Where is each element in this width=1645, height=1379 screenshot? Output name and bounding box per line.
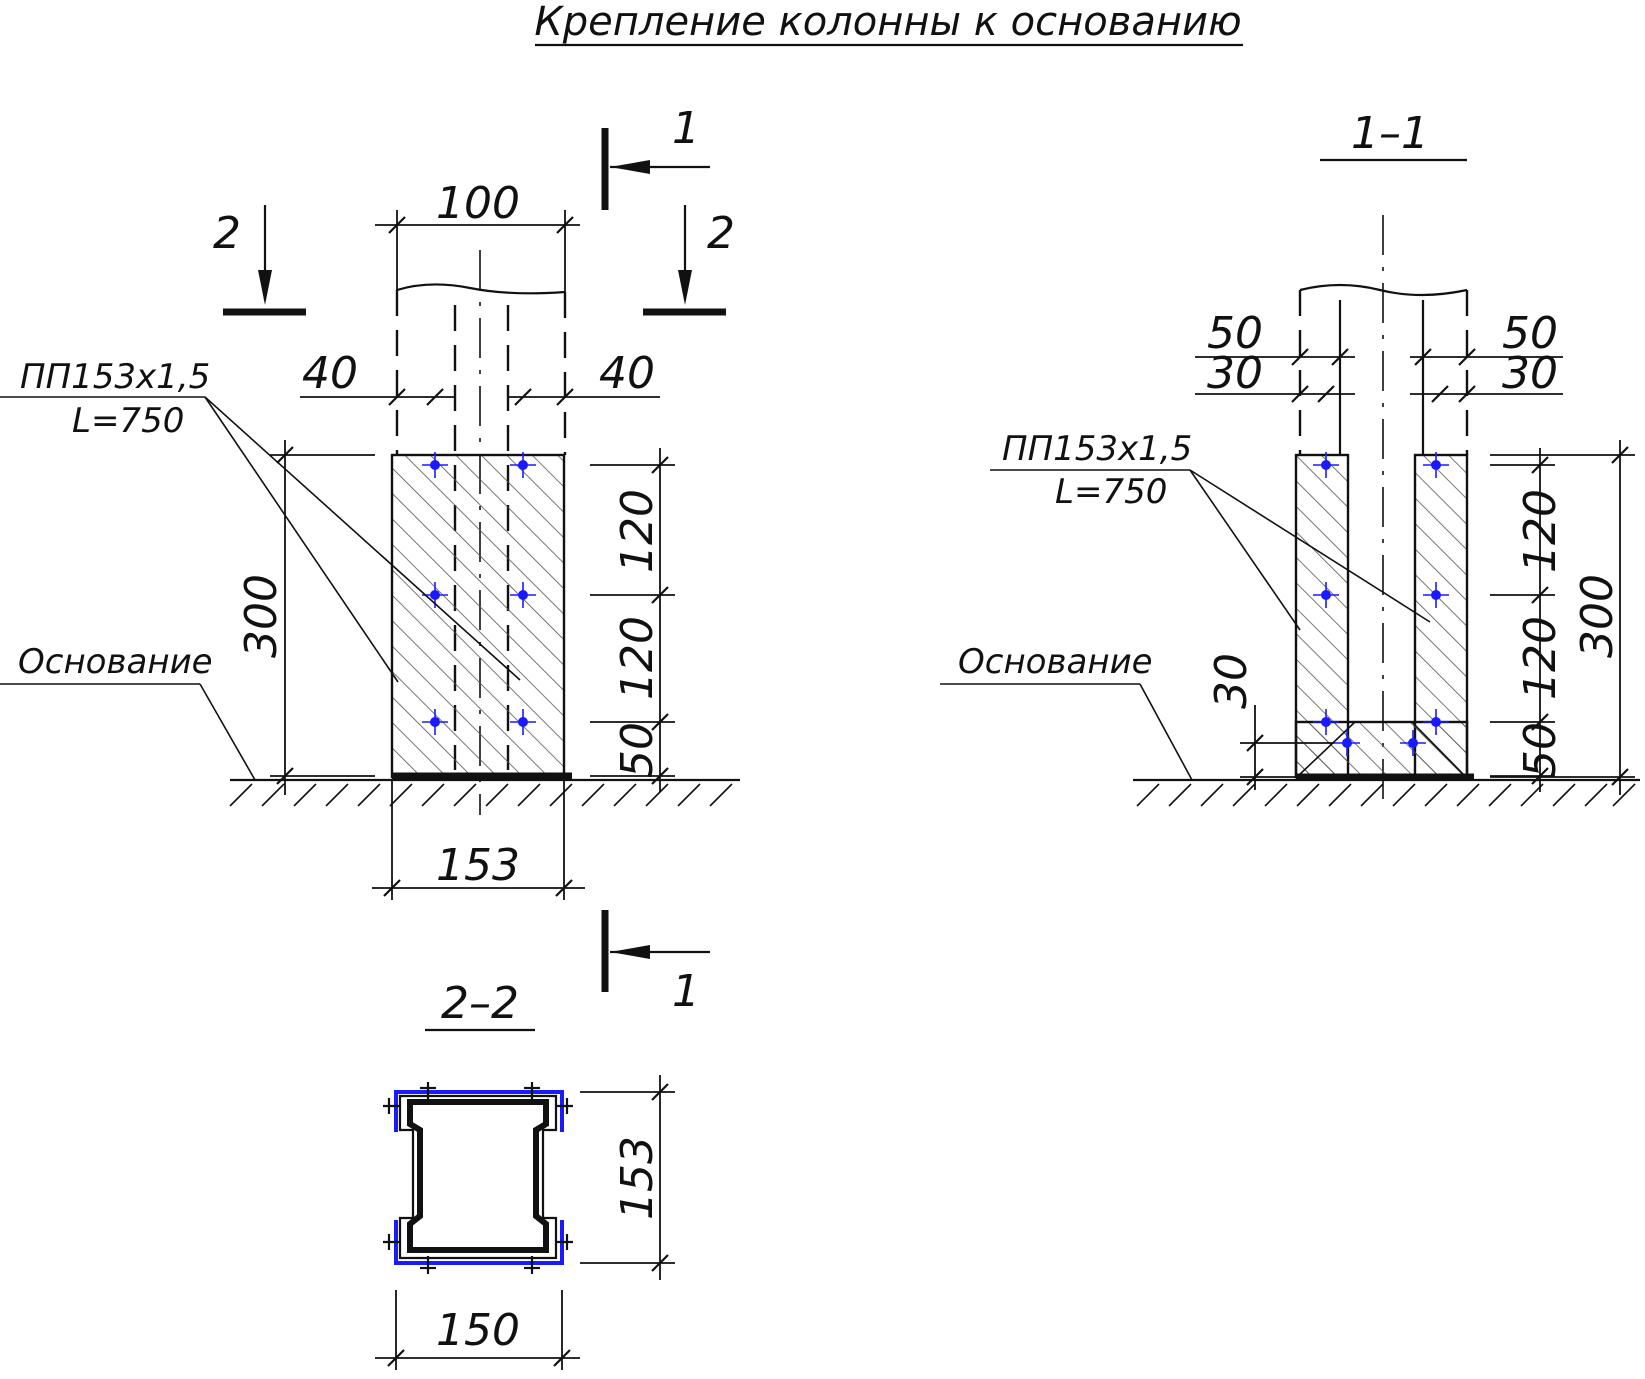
side-leaders: ПП153х1,5 L=750 Основание — [940, 429, 1431, 781]
section-marker-1-bottom: 1 — [601, 910, 710, 1017]
section-1-label-bottom: 1 — [672, 966, 700, 1017]
front-base-label: Основание — [18, 642, 213, 682]
fastener-icon — [1313, 582, 1339, 608]
dim-right-edge-text: 40 — [599, 348, 655, 399]
view-1-1-title: 1–1 — [1351, 108, 1429, 159]
side-dim-height-text: 300 — [1572, 574, 1623, 658]
fasteners-side — [1313, 452, 1449, 756]
plan-dim-width-text: 150 — [436, 1305, 520, 1356]
fastener-icon — [1423, 452, 1449, 478]
side-dim-bottom-offset-text: 30 — [1206, 653, 1257, 709]
fastener-icon — [510, 709, 536, 735]
fastener-icon — [1334, 730, 1360, 756]
dim-step-3-text: 50 — [612, 722, 663, 778]
fastener-icon — [422, 709, 448, 735]
section-2-label-right: 2 — [707, 208, 735, 259]
plan-dim-height-text: 153 — [612, 1136, 663, 1220]
side-diagonal-left — [1297, 721, 1356, 777]
dim-edge-offsets: 40 40 — [300, 348, 660, 406]
plan-view: 2–2 153 — [375, 978, 675, 1370]
side-base-label: Основание — [958, 642, 1153, 682]
side-dim-right-outer-text: 50 — [1502, 308, 1558, 359]
section-marker-2-left: 2 — [213, 205, 306, 316]
sleeve-hatched — [390, 453, 566, 779]
dim-steps: 120 120 50 — [590, 448, 675, 792]
side-sleeve-bottom — [1294, 720, 1469, 779]
side-dim-step-1-text: 120 — [1515, 489, 1566, 573]
fastener-icon — [510, 582, 536, 608]
dim-width-top: 100 — [375, 178, 580, 292]
fastener-icon — [1313, 709, 1339, 735]
side-break-line — [1299, 283, 1468, 297]
fastener-icon — [422, 452, 448, 478]
plan-dim-width: 150 — [375, 1290, 580, 1370]
fastener-icon — [1423, 709, 1449, 735]
drawing-title: Крепление колонны к основанию — [534, 0, 1243, 47]
dim-left-edge-text: 40 — [302, 348, 358, 399]
side-length-label: L=750 — [1055, 472, 1167, 512]
side-dim-left-outer-text: 50 — [1207, 308, 1263, 359]
side-diagonal-right — [1411, 721, 1466, 777]
side-dims-left: 50 30 — [1195, 308, 1355, 403]
side-profile-label: ПП153х1,5 — [1002, 429, 1192, 469]
section-marker-1-top: 1 — [601, 103, 710, 210]
dim-width-bottom: 153 — [372, 780, 585, 900]
dim-width-top-text: 100 — [436, 178, 520, 229]
section-2-label-left: 2 — [213, 208, 241, 259]
ground-front — [229, 778, 740, 807]
fastener-icon — [510, 452, 536, 478]
fasteners-front — [422, 452, 536, 735]
side-dims-right: 50 30 — [1410, 308, 1563, 403]
front-leaders: ПП153х1,5 L=750 Основание — [0, 357, 521, 781]
dim-height: 300 — [236, 440, 375, 795]
side-dim-step-2-text: 120 — [1515, 616, 1566, 700]
fastener-icon — [1313, 452, 1339, 478]
inner-profile-outline — [398, 1094, 558, 1260]
ground-side — [1133, 778, 1640, 807]
plan-screws — [383, 1082, 573, 1274]
side-view: 1–1 — [940, 108, 1640, 807]
dim-width-bottom-text: 153 — [436, 840, 520, 891]
dim-height-text: 300 — [236, 574, 287, 658]
side-dim-step-3-text: 50 — [1515, 722, 1566, 778]
title-text: Крепление колонны к основанию — [534, 0, 1241, 45]
fastener-icon — [1423, 582, 1449, 608]
front-profile-label: ПП153х1,5 — [20, 357, 210, 397]
side-dim-bottom-offset: 30 — [1206, 653, 1334, 790]
dim-step-2-text: 120 — [612, 616, 663, 700]
side-dim-left-inner-text: 30 — [1207, 348, 1263, 399]
section-marker-2-right: 2 — [643, 205, 735, 316]
front-view: 2 2 1 1 100 — [0, 103, 740, 1017]
dim-step-1-text: 120 — [612, 489, 663, 573]
side-dim-right-inner-text: 30 — [1502, 348, 1558, 399]
side-dim-height: 300 — [1490, 440, 1635, 795]
fastener-icon — [1400, 730, 1426, 756]
view-2-2-title: 2–2 — [441, 978, 519, 1029]
plan-dim-height: 153 — [580, 1075, 675, 1280]
profile-wall — [407, 1099, 549, 1253]
column-break-line — [396, 283, 566, 295]
side-dims-steps: 120 120 50 — [1490, 448, 1566, 792]
front-length-label: L=750 — [72, 401, 184, 441]
section-1-label-top: 1 — [672, 103, 700, 154]
